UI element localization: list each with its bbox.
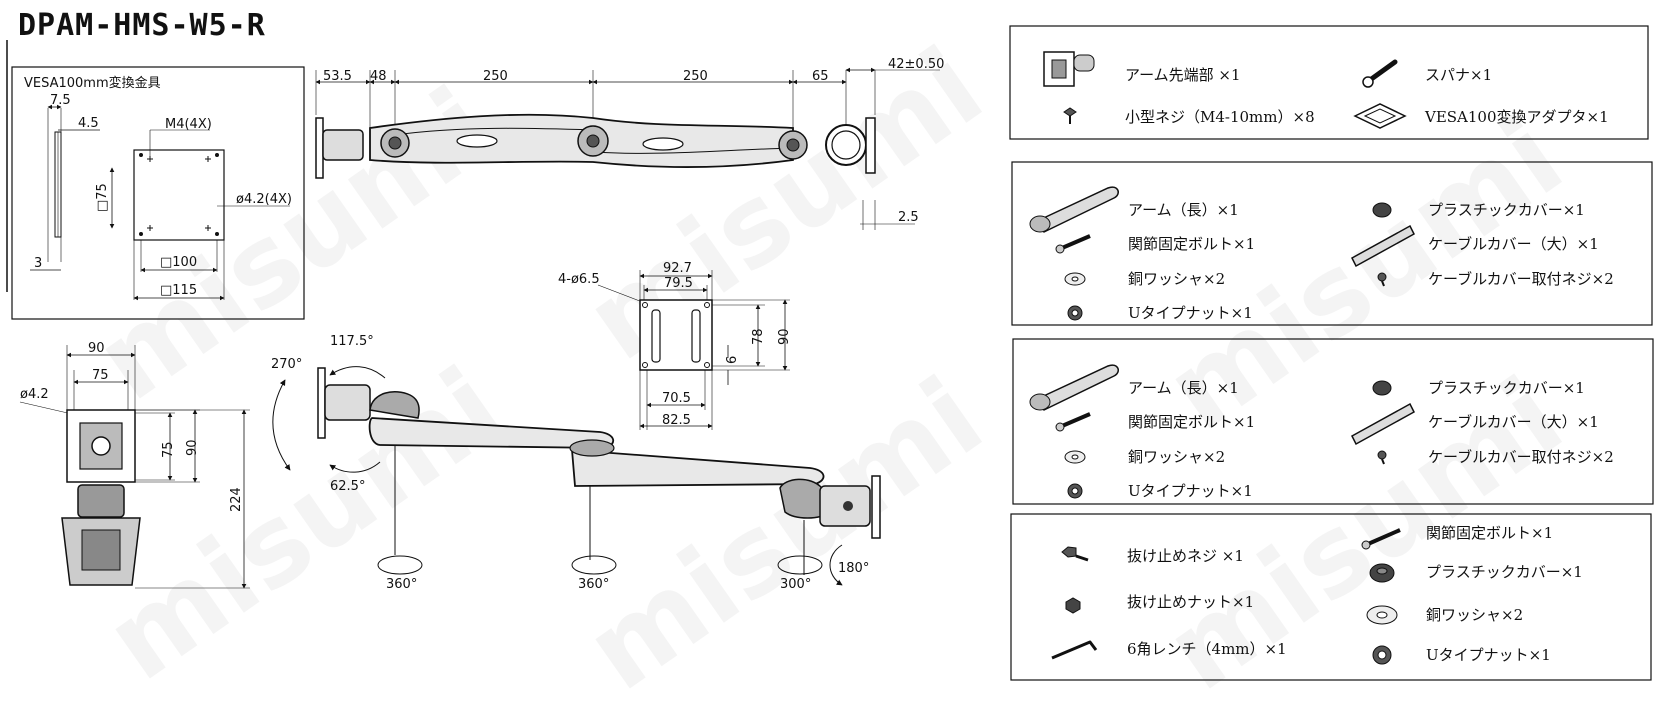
joint-bolt-icon	[1055, 234, 1091, 254]
part-label: スパナ×1	[1425, 66, 1492, 84]
front-v75: 75	[161, 441, 176, 458]
joint-bolt-icon	[1055, 412, 1091, 432]
part-label: 小型ネジ（M4-10mm）×8	[1125, 108, 1315, 126]
spanner-icon	[1362, 59, 1398, 88]
part-label: Uタイプナット×1	[1128, 482, 1253, 500]
cable-cover-icon	[1351, 224, 1415, 268]
dim-48: 48	[370, 69, 387, 84]
parts-box-2	[1011, 161, 1653, 326]
plastic-cover-icon	[1372, 202, 1392, 218]
dim-250-a: 250	[483, 69, 508, 84]
dim-53-5: 53.5	[323, 69, 352, 84]
u-nut-icon	[1067, 305, 1083, 321]
angle-117-5: 117.5°	[330, 334, 374, 349]
copper-washer-icon	[1064, 450, 1086, 464]
part-label: プラスチックカバー×1	[1428, 379, 1585, 397]
u-nut-icon	[1372, 645, 1392, 665]
m4-label: M4(4X)	[165, 117, 212, 132]
parts-box-3	[1012, 338, 1654, 505]
angle-62-5: 62.5°	[330, 479, 365, 494]
copper-washer-icon	[1366, 605, 1398, 625]
front-view-drawing: 90 75 ø4.2 75 90 224	[19, 341, 250, 589]
cable-cover-screw-icon	[1377, 450, 1387, 465]
part-label: ケーブルカバー取付ネジ×2	[1428, 448, 1614, 466]
parts-box-1	[1009, 25, 1649, 140]
dim-75: □75	[95, 183, 110, 212]
part-label: 関節固定ボルト×1	[1128, 413, 1255, 431]
retaining-nut-icon	[1065, 597, 1081, 614]
part-label: ケーブルカバー取付ネジ×2	[1428, 270, 1614, 288]
plate-90: 90	[777, 328, 792, 345]
hex-wrench-icon	[1051, 640, 1098, 660]
plastic-cover-icon	[1369, 563, 1395, 583]
front-dim-90: 90	[88, 341, 105, 356]
dim-100: □100	[160, 255, 197, 270]
cable-cover-screw-icon	[1377, 272, 1387, 287]
part-label: 6角レンチ（4mm）×1	[1127, 640, 1287, 658]
part-label: 関節固定ボルト×1	[1426, 524, 1553, 542]
u-nut-icon	[1067, 483, 1083, 499]
product-title: DPAM-HMS-W5-R	[18, 8, 266, 43]
mount-plate-drawing: 4-ø6.5 92.7 79.5 78 90 6 70.5 82.5	[558, 261, 792, 430]
cable-cover-icon	[1351, 402, 1415, 446]
copper-washer-icon	[1064, 272, 1086, 286]
part-label: 抜け止めネジ ×1	[1127, 547, 1244, 565]
rotation-360-b: 360°	[578, 577, 609, 592]
part-label: 銅ワッシャ×2	[1426, 606, 1523, 624]
plate-holes: 4-ø6.5	[558, 272, 600, 287]
long-arm-icon	[1029, 186, 1119, 233]
dim-42: 42±0.50	[888, 57, 944, 72]
dim-115: □115	[160, 283, 197, 298]
parts-list: アーム先端部 ×1 スパナ×1 小型ネジ（M4-10mm）×8 VESA100変…	[1125, 66, 1614, 664]
arm-tip-icon	[1043, 51, 1095, 87]
part-label: 関節固定ボルト×1	[1128, 235, 1255, 253]
plate-82-5: 82.5	[662, 413, 691, 428]
part-label: 銅ワッシャ×2	[1128, 448, 1225, 466]
dim-2-5: 2.5	[898, 210, 919, 225]
retaining-screw-icon	[1061, 546, 1089, 562]
front-dim-75: 75	[92, 368, 109, 383]
joint-bolt-icon	[1361, 528, 1401, 550]
part-label: アーム（長）×1	[1128, 201, 1239, 219]
rotation-180: 180°	[838, 561, 869, 576]
part-label: アーム先端部 ×1	[1125, 66, 1241, 84]
front-v90: 90	[185, 439, 200, 456]
hole-label: ø4.2(4X)	[236, 192, 292, 207]
plate-92-7: 92.7	[663, 261, 692, 276]
part-label: Uタイプナット×1	[1426, 646, 1551, 664]
plate-6: 6	[725, 356, 740, 364]
part-label: プラスチックカバー×1	[1428, 201, 1585, 219]
part-label: アーム（長）×1	[1128, 379, 1239, 397]
part-label: 銅ワッシャ×2	[1128, 270, 1225, 288]
small-screw-icon	[1063, 107, 1077, 124]
part-label: ケーブルカバー（大）×1	[1428, 235, 1599, 253]
plastic-cover-icon	[1372, 380, 1392, 396]
top-view-drawing: 53.5 48 250 250 65 42±0.50 2.5	[315, 57, 944, 230]
front-hole: ø4.2	[20, 387, 49, 402]
angle-270: 270°	[271, 357, 302, 372]
front-v224: 224	[229, 487, 244, 512]
part-label: VESA100変換アダプタ×1	[1424, 108, 1609, 126]
plate-79-5: 79.5	[664, 276, 693, 291]
plate-70-5: 70.5	[662, 391, 691, 406]
part-label: 抜け止めナット×1	[1127, 593, 1254, 611]
part-label: ケーブルカバー（大）×1	[1428, 413, 1599, 431]
part-label: Uタイプナット×1	[1128, 304, 1253, 322]
vesa-heading: VESA100mm変換金具	[24, 75, 161, 91]
rotation-360-a: 360°	[386, 577, 417, 592]
dim-65: 65	[812, 69, 829, 84]
vesa-bracket-drawing: VESA100mm変換金具 7.5 4.5 3 M4(4X) □75 ø4.2(…	[11, 66, 305, 320]
rotation-300: 300°	[780, 577, 811, 592]
part-label: プラスチックカバー×1	[1426, 563, 1583, 581]
long-arm-icon	[1029, 364, 1119, 411]
dim-4-5: 4.5	[78, 116, 99, 131]
side-view-drawing: 270° 117.5° 62.5° 360° 360° 300° 180°	[271, 334, 881, 592]
vesa-adapter-icon	[1353, 103, 1407, 129]
dim-7-5: 7.5	[50, 93, 71, 108]
dim-250-b: 250	[683, 69, 708, 84]
parts-box-4	[1010, 513, 1652, 681]
dim-3: 3	[34, 256, 42, 271]
plate-78: 78	[751, 328, 766, 345]
